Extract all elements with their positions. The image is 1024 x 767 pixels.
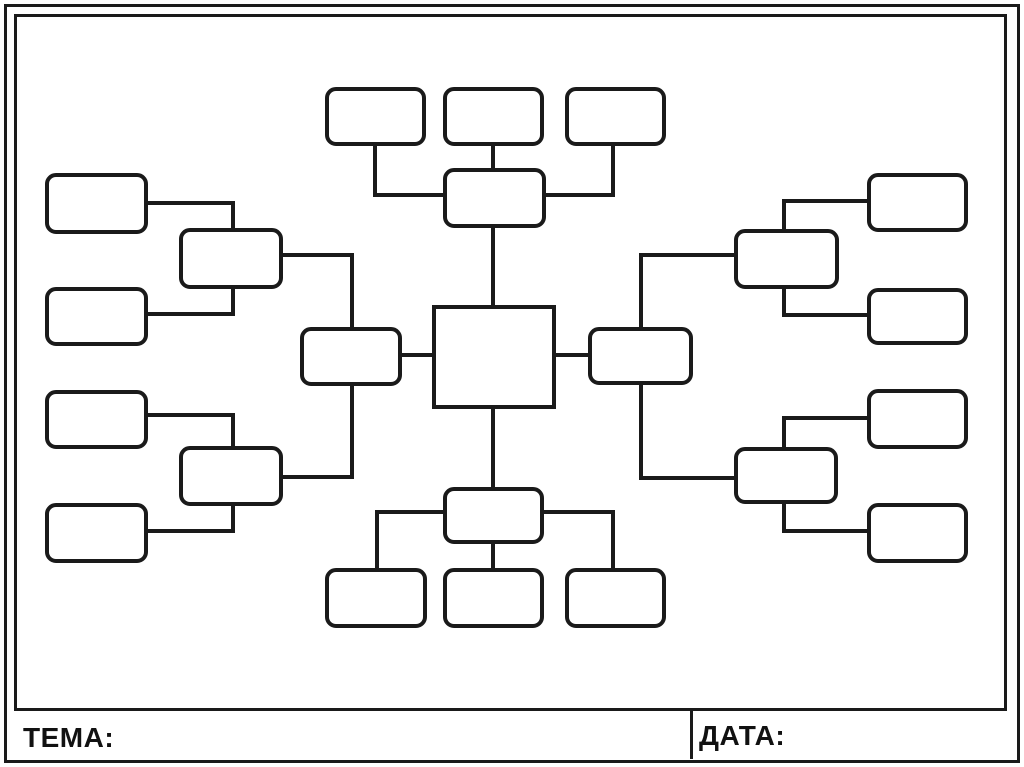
connector-right-leaf4-h <box>784 529 869 533</box>
connector-left-leaf4-v <box>231 502 235 533</box>
connector-top-leaf1-elbow-h <box>373 193 447 197</box>
connector-top-leaf3-elbow-h <box>541 193 615 197</box>
connector-right-leaf3-h <box>784 416 869 420</box>
right-leaf-1[interactable] <box>867 173 968 232</box>
right-leaf-4[interactable] <box>867 503 968 563</box>
left-group1-node[interactable] <box>179 228 283 289</box>
left-leaf-2[interactable] <box>45 287 148 346</box>
right-leaf-2[interactable] <box>867 288 968 345</box>
connector-right-group2-hub-h <box>639 476 736 480</box>
bottom-hub-box[interactable] <box>443 487 544 544</box>
connector-bottom-leaf1-elbow-h <box>375 510 445 514</box>
connector-bottom-leaf3-elbow-v <box>611 510 615 570</box>
connector-central-righthub <box>553 353 590 357</box>
left-leaf-3[interactable] <box>45 390 148 449</box>
connector-left-leaf1-v <box>231 201 235 231</box>
connector-right-leaf2-v <box>782 286 786 317</box>
right-group1-node[interactable] <box>734 229 839 289</box>
date-label: ДАТА: <box>699 720 786 751</box>
connector-left-leaf1-h <box>145 201 235 205</box>
topic-value-area[interactable] <box>115 720 675 754</box>
left-leaf-1[interactable] <box>45 173 148 234</box>
connector-right-group2-hub-v <box>639 383 643 480</box>
top-leaf-1[interactable] <box>325 87 426 146</box>
connector-bottom-leaf3-elbow-h <box>541 510 615 514</box>
connector-left-group1-hub-v <box>350 253 354 330</box>
connector-bottom-leaf1-elbow-v <box>375 510 379 570</box>
connector-tophub-central <box>491 225 495 307</box>
right-leaf-3[interactable] <box>867 389 968 449</box>
diagram-area-frame <box>14 14 1007 711</box>
top-leaf-3[interactable] <box>565 87 666 146</box>
bottom-leaf-1[interactable] <box>325 568 427 628</box>
connector-top-leaf2-hub <box>491 145 495 171</box>
connector-central-bottomhub <box>491 406 495 489</box>
connector-right-leaf1-h <box>784 199 869 203</box>
bottom-leaf-3[interactable] <box>565 568 666 628</box>
top-leaf-2[interactable] <box>443 87 544 146</box>
connector-lefthub-central <box>399 353 434 357</box>
outer-border-frame <box>4 4 1020 763</box>
right-hub-box[interactable] <box>588 327 693 385</box>
date-value-area[interactable] <box>790 720 1000 754</box>
connector-left-group2-hub-h <box>280 475 354 479</box>
left-group2-node[interactable] <box>179 446 283 506</box>
footer-divider-line <box>690 711 693 759</box>
connector-left-leaf3-h <box>145 413 235 417</box>
connector-right-leaf1-v <box>782 199 786 231</box>
bottom-leaf-2[interactable] <box>443 568 544 628</box>
connector-left-group2-hub-v <box>350 383 354 479</box>
connector-left-group1-hub-h <box>280 253 354 257</box>
connector-right-group1-hub-v <box>639 253 643 330</box>
connector-bottomhub-leaf2 <box>491 541 495 570</box>
connector-right-leaf2-h <box>784 313 869 317</box>
connector-right-group1-hub-h <box>639 253 736 257</box>
right-group2-node[interactable] <box>734 447 838 504</box>
connector-left-leaf4-h <box>145 529 235 533</box>
left-hub-box[interactable] <box>300 327 402 386</box>
connector-top-leaf3-elbow-v <box>611 145 615 197</box>
connector-right-leaf3-v <box>782 416 786 449</box>
top-hub-box[interactable] <box>443 168 546 228</box>
connector-right-leaf4-v <box>782 501 786 533</box>
connector-top-leaf1-elbow-v <box>373 145 377 197</box>
topic-label: ТЕМА: <box>23 722 115 753</box>
left-leaf-4[interactable] <box>45 503 148 563</box>
connector-left-leaf3-v <box>231 413 235 449</box>
central-topic-box[interactable] <box>432 305 556 409</box>
connector-left-leaf2-h <box>145 312 235 316</box>
connector-left-leaf2-v <box>231 285 235 316</box>
